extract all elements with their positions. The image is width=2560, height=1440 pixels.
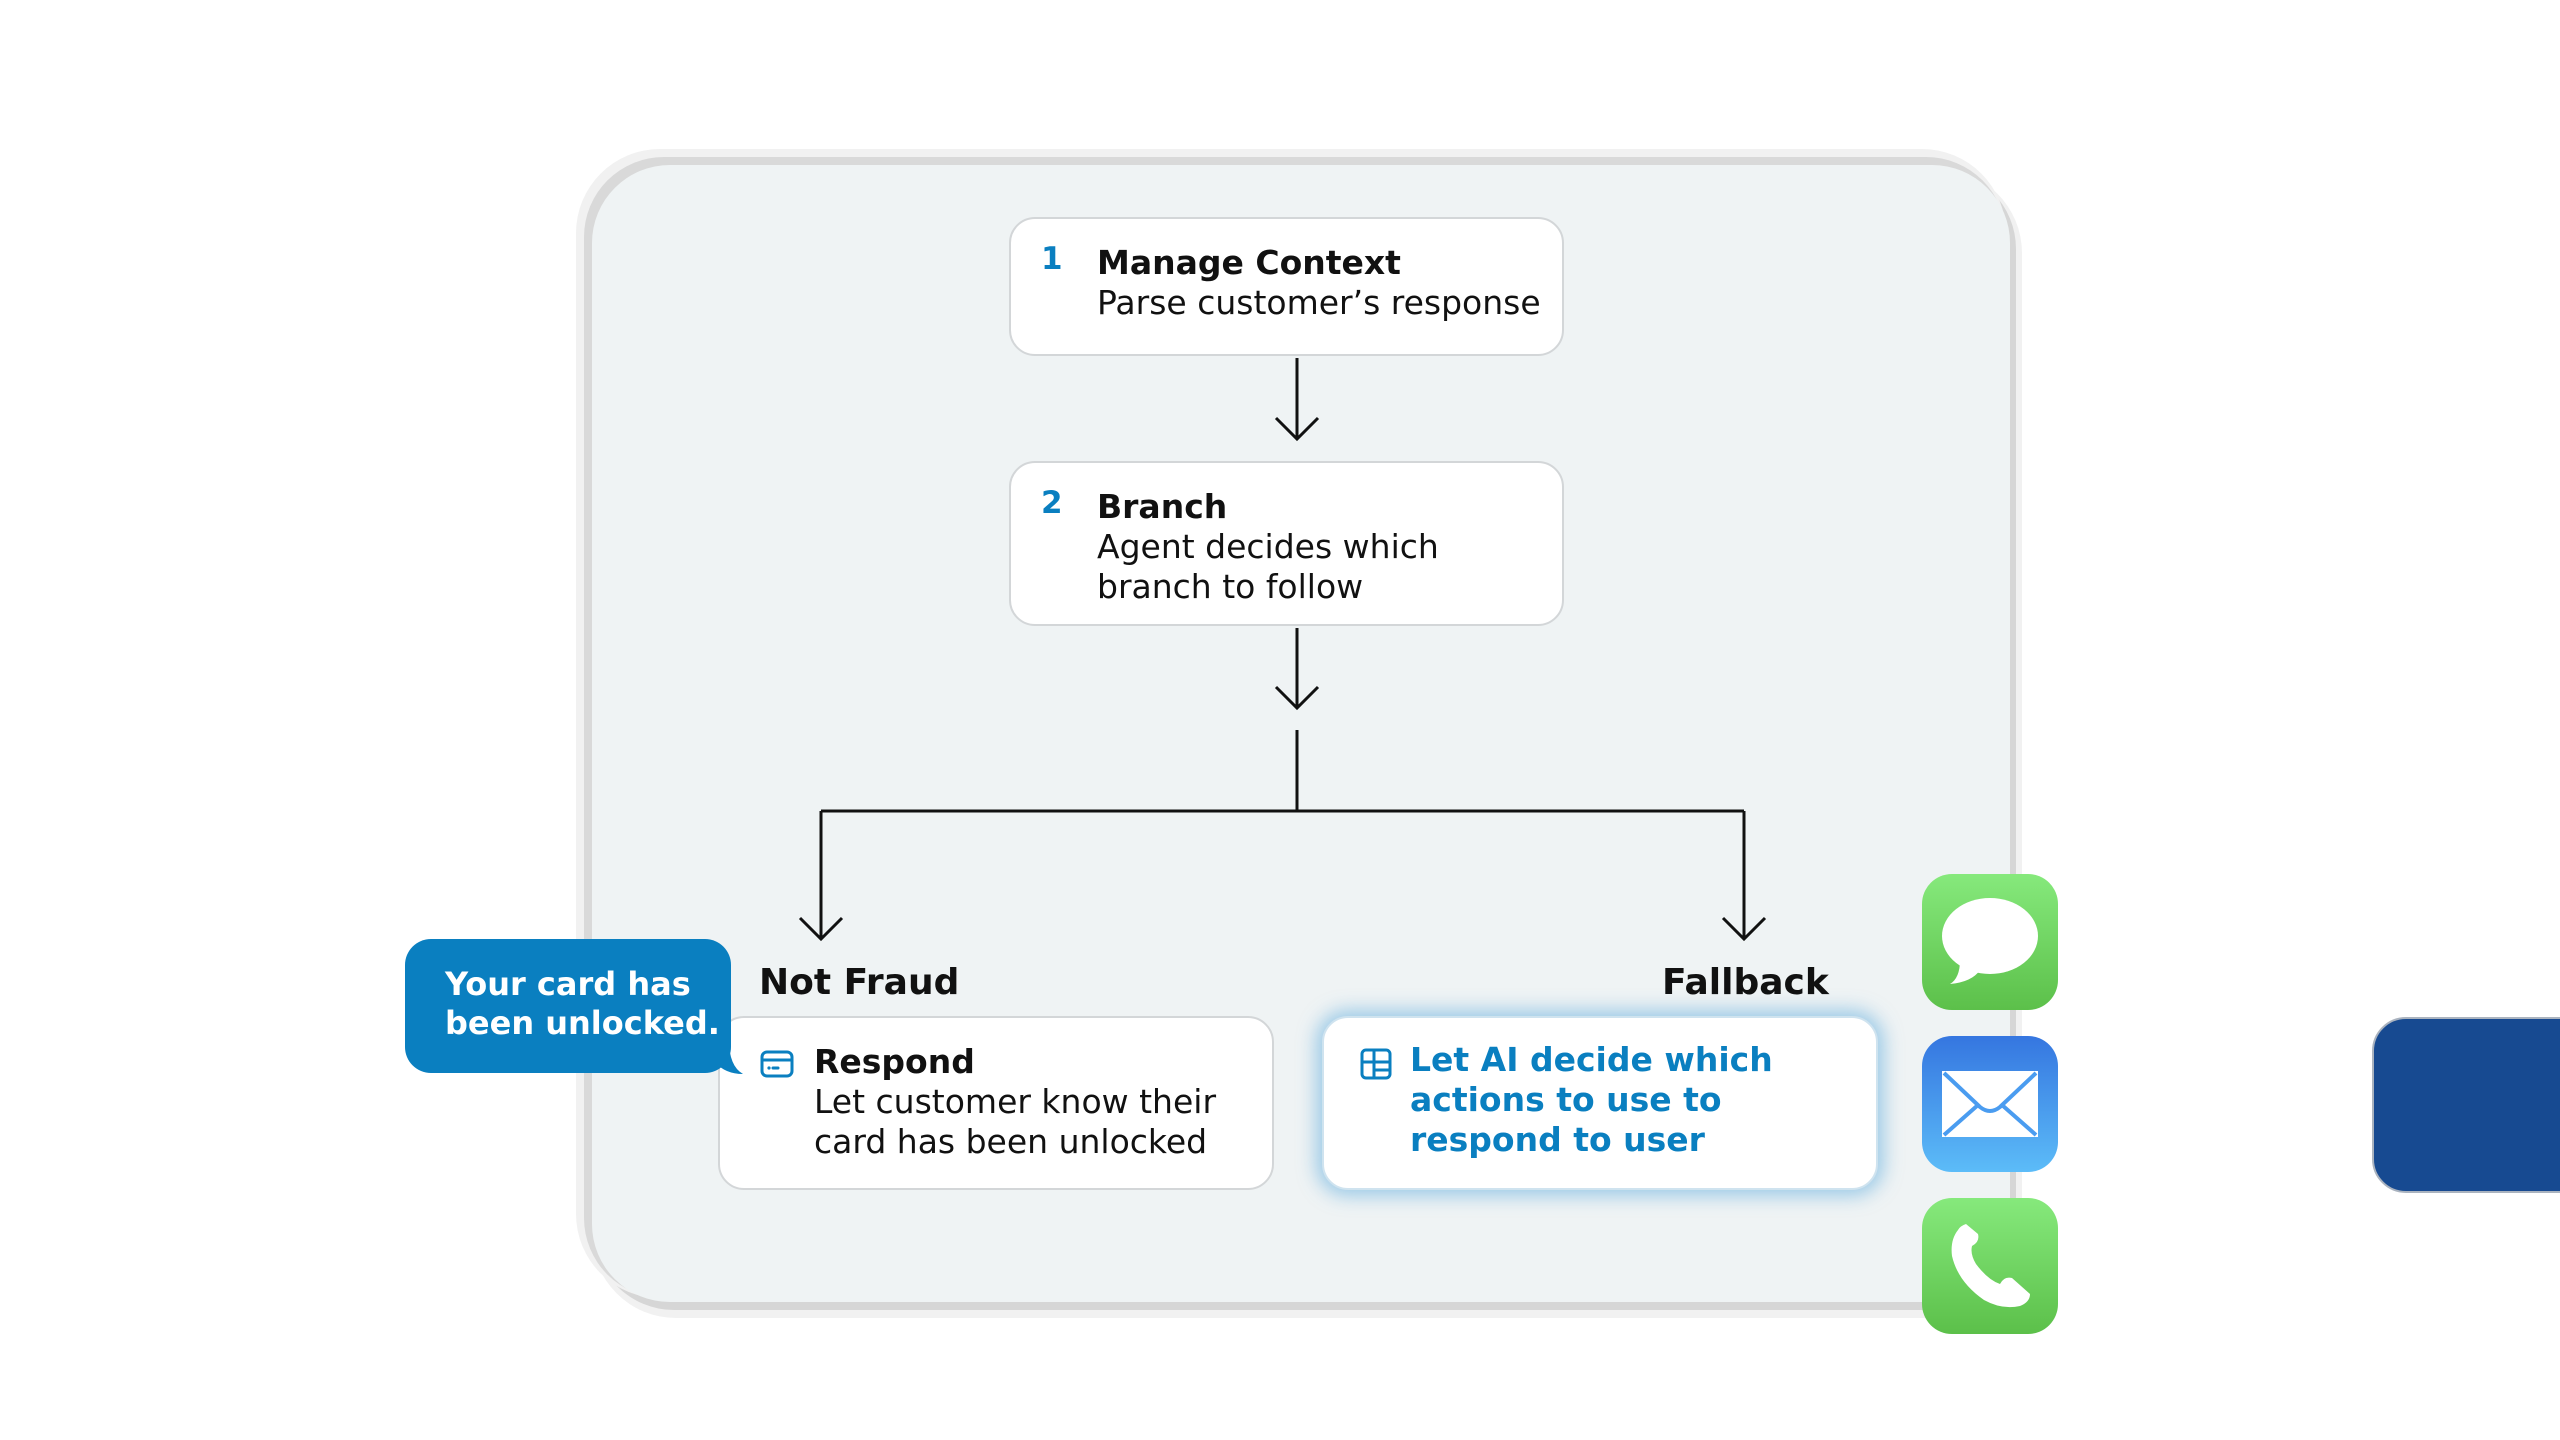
node-fallback-ai[interactable]: Let AI decide which actions to use to re… [1322, 1016, 1878, 1190]
step-description: Parse customer’s response [1097, 283, 1541, 322]
node-title: Respond [814, 1042, 975, 1081]
step-manage-context[interactable]: 1 Manage Context Parse customer’s respon… [1009, 217, 1564, 356]
branch-label-not-fraud: Not Fraud [759, 962, 960, 1003]
credit-card-icon [760, 1050, 794, 1078]
step-number: 2 [1041, 485, 1063, 521]
phone-icon[interactable] [1922, 1198, 2058, 1334]
chat-bubble: Your card has been unlocked. [405, 939, 731, 1073]
step-title: Branch [1097, 487, 1228, 526]
node-description: Let AI decide which actions to use to re… [1410, 1040, 1773, 1159]
step-title: Manage Context [1097, 243, 1401, 282]
grid-layout-icon [1360, 1048, 1392, 1080]
step-description: Agent decides which branch to follow [1097, 527, 1439, 606]
node-respond[interactable]: Respond Let customer know their card has… [718, 1016, 1274, 1190]
node-description: Let customer know their card has been un… [814, 1082, 1217, 1161]
mail-icon[interactable] [1922, 1036, 2058, 1172]
branch-label-fallback: Fallback [1662, 962, 1829, 1003]
step-branch[interactable]: 2 Branch Agent decides which branch to f… [1009, 461, 1564, 626]
messages-icon[interactable] [1922, 874, 2058, 1010]
chat-bubble-tail [715, 1040, 743, 1074]
partial-card-edge [2372, 1017, 2560, 1193]
step-number: 1 [1041, 241, 1063, 277]
